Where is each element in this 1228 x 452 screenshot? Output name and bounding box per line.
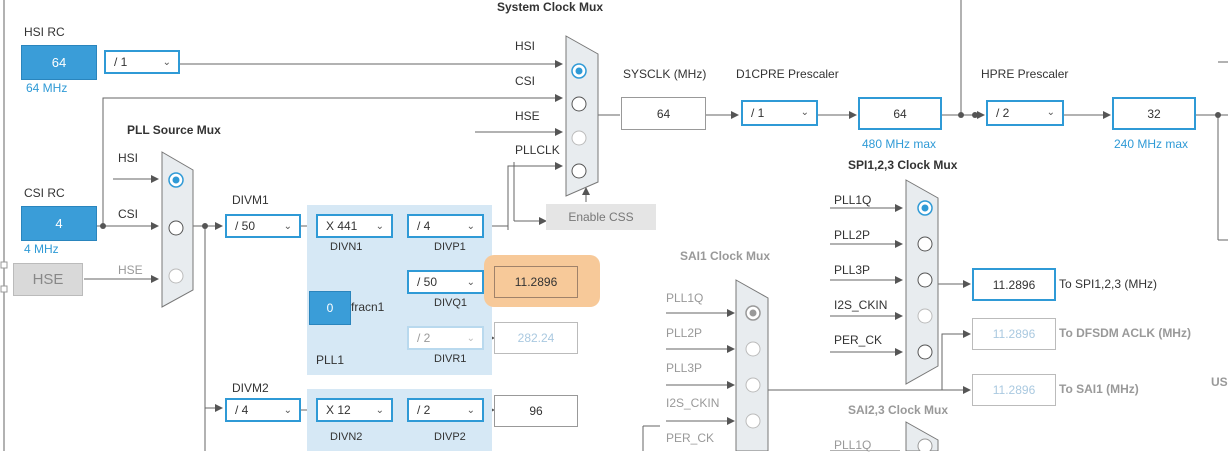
- chevron-down-icon: ⌄: [1046, 107, 1055, 118]
- chevron-down-icon: ⌄: [375, 221, 384, 232]
- hsi-rc-freq: 64 MHz: [26, 81, 68, 95]
- divp1-label: DIVP1: [434, 241, 466, 253]
- csi-rc-label: CSI RC: [24, 186, 65, 200]
- chevron-down-icon: ⌄: [466, 221, 475, 232]
- sai23-mux-shape: [905, 421, 939, 451]
- sai1-input-pll2p: PLL2P: [666, 326, 703, 340]
- hse-source-box[interactable]: HSE: [13, 263, 83, 296]
- d1cpre-select[interactable]: / 1 ⌄: [741, 100, 818, 126]
- divm2-select[interactable]: / 4 ⌄: [225, 398, 301, 422]
- chevron-down-icon: ⌄: [283, 405, 292, 416]
- spi-input-pll1q: PLL1Q: [834, 193, 872, 207]
- divr1-select[interactable]: / 2 ⌄: [407, 326, 484, 350]
- chevron-down-icon: ⌄: [162, 57, 171, 68]
- spi-mux-shape: [905, 179, 939, 385]
- divr1-output[interactable]: 282.24: [494, 322, 578, 354]
- hpre-max: 240 MHz max: [1114, 137, 1189, 151]
- spi-input-pll3p: PLL3P: [834, 263, 871, 277]
- divr1-value: / 2: [417, 331, 431, 345]
- divm2-label: DIVM2: [232, 381, 269, 395]
- hpre-label: HPRE Prescaler: [981, 67, 1069, 81]
- divm2-value: / 4: [235, 403, 249, 417]
- chevron-down-icon: ⌄: [466, 333, 475, 344]
- hsi-divider-select[interactable]: / 1 ⌄: [104, 50, 180, 74]
- sysclk-mux-shape: [565, 35, 599, 197]
- sai23-input-pll1q: PLL1Q: [834, 438, 872, 452]
- divq1-output[interactable]: 11.2896: [494, 266, 578, 298]
- divn1-label: DIVN1: [330, 241, 363, 253]
- sai1-input-pll1q: PLL1Q: [666, 291, 704, 305]
- sysclk-mux-input-pllclk: PLLCLK: [515, 143, 560, 157]
- divp2-output[interactable]: 96: [494, 395, 578, 427]
- hpre-value[interactable]: 32: [1112, 97, 1196, 130]
- hse-wire-label: HSE: [118, 263, 143, 277]
- pll1-label: PLL1: [316, 353, 345, 367]
- divq1-value: / 50: [417, 275, 438, 289]
- dfsdm-value[interactable]: 11.2896: [972, 318, 1056, 350]
- sai1-input-pll3p: PLL3P: [666, 361, 703, 375]
- chevron-down-icon: ⌄: [283, 221, 292, 232]
- spi-output-label: To SPI1,2,3 (MHz): [1059, 277, 1158, 291]
- csi-rc-freq: 4 MHz: [24, 242, 59, 256]
- sai1-input-i2s-ckin: I2S_CKIN: [666, 396, 720, 410]
- divn1-select[interactable]: X 441 ⌄: [316, 214, 393, 238]
- pll-source-mux-title: PLL Source Mux: [127, 123, 221, 137]
- sysclk-mux-input-csi: CSI: [515, 74, 536, 88]
- divn2-select[interactable]: X 12 ⌄: [316, 398, 393, 422]
- d1cpre-max: 480 MHz max: [862, 137, 937, 151]
- divm1-label: DIVM1: [232, 193, 269, 207]
- spi-input-i2s-ckin: I2S_CKIN: [834, 298, 888, 312]
- sysclk-label: SYSCLK (MHz): [623, 67, 707, 81]
- hsi-divider-value: / 1: [114, 55, 128, 69]
- divm1-value: / 50: [235, 219, 256, 233]
- sai23-mux-title: SAI2,3 Clock Mux: [848, 403, 949, 417]
- d1cpre-value[interactable]: 64: [858, 97, 942, 130]
- divp2-select[interactable]: / 2 ⌄: [407, 398, 484, 422]
- divq1-label: DIVQ1: [434, 297, 468, 309]
- spi-input-per-ck: PER_CK: [834, 333, 883, 347]
- enable-css-button[interactable]: Enable CSS: [546, 204, 656, 230]
- spi-input-pll2p: PLL2P: [834, 228, 871, 242]
- sai1-input-per-ck: PER_CK: [666, 431, 715, 445]
- divn2-value: X 12: [326, 403, 351, 417]
- sai1-value[interactable]: 11.2896: [972, 374, 1056, 406]
- sai1-mux-title: SAI1 Clock Mux: [680, 249, 771, 263]
- d1cpre-label: D1CPRE Prescaler: [736, 67, 839, 81]
- pll-mux-input-hsi: HSI: [118, 151, 139, 165]
- hsi-rc-value[interactable]: 64: [21, 45, 97, 80]
- chevron-down-icon: ⌄: [375, 405, 384, 416]
- sai1-mux-shape: [735, 279, 769, 451]
- sysclk-mux-input-hsi: HSI: [515, 39, 536, 53]
- chevron-down-icon: ⌄: [800, 107, 809, 118]
- divp2-label: DIVP2: [434, 431, 466, 443]
- divq1-select[interactable]: / 50 ⌄: [407, 270, 484, 294]
- divr1-label: DIVR1: [434, 353, 467, 365]
- pll-mux-input-csi: CSI: [118, 207, 139, 221]
- divp1-value: / 4: [417, 219, 431, 233]
- sysclk-mux-input-hse: HSE: [515, 109, 540, 123]
- dfsdm-label: To DFSDM ACLK (MHz): [1059, 326, 1191, 340]
- spi-mux-title: SPI1,2,3 Clock Mux: [848, 158, 958, 172]
- hpre-divider: / 2: [996, 106, 1010, 120]
- fracn1-value[interactable]: 0: [309, 291, 351, 325]
- edge-cut-text: US: [1211, 375, 1228, 389]
- d1cpre-divider: / 1: [751, 106, 765, 120]
- sysclk-mux-title: System Clock Mux: [497, 0, 604, 14]
- divp1-select[interactable]: / 4 ⌄: [407, 214, 484, 238]
- divn1-value: X 441: [326, 219, 358, 233]
- chevron-down-icon: ⌄: [466, 277, 475, 288]
- hpre-select[interactable]: / 2 ⌄: [986, 100, 1064, 126]
- chevron-down-icon: ⌄: [466, 405, 475, 416]
- spi-output-value[interactable]: 11.2896: [972, 268, 1056, 301]
- sysclk-value[interactable]: 64: [621, 97, 706, 130]
- hsi-rc-label: HSI RC: [24, 25, 65, 39]
- sai1-label: To SAI1 (MHz): [1059, 382, 1139, 396]
- divn2-label: DIVN2: [330, 431, 363, 443]
- pll-source-mux-shape: [161, 151, 194, 308]
- divp2-value: / 2: [417, 403, 431, 417]
- csi-rc-value[interactable]: 4: [21, 206, 97, 241]
- divm1-select[interactable]: / 50 ⌄: [225, 214, 301, 238]
- fracn1-label: fracn1: [351, 300, 385, 314]
